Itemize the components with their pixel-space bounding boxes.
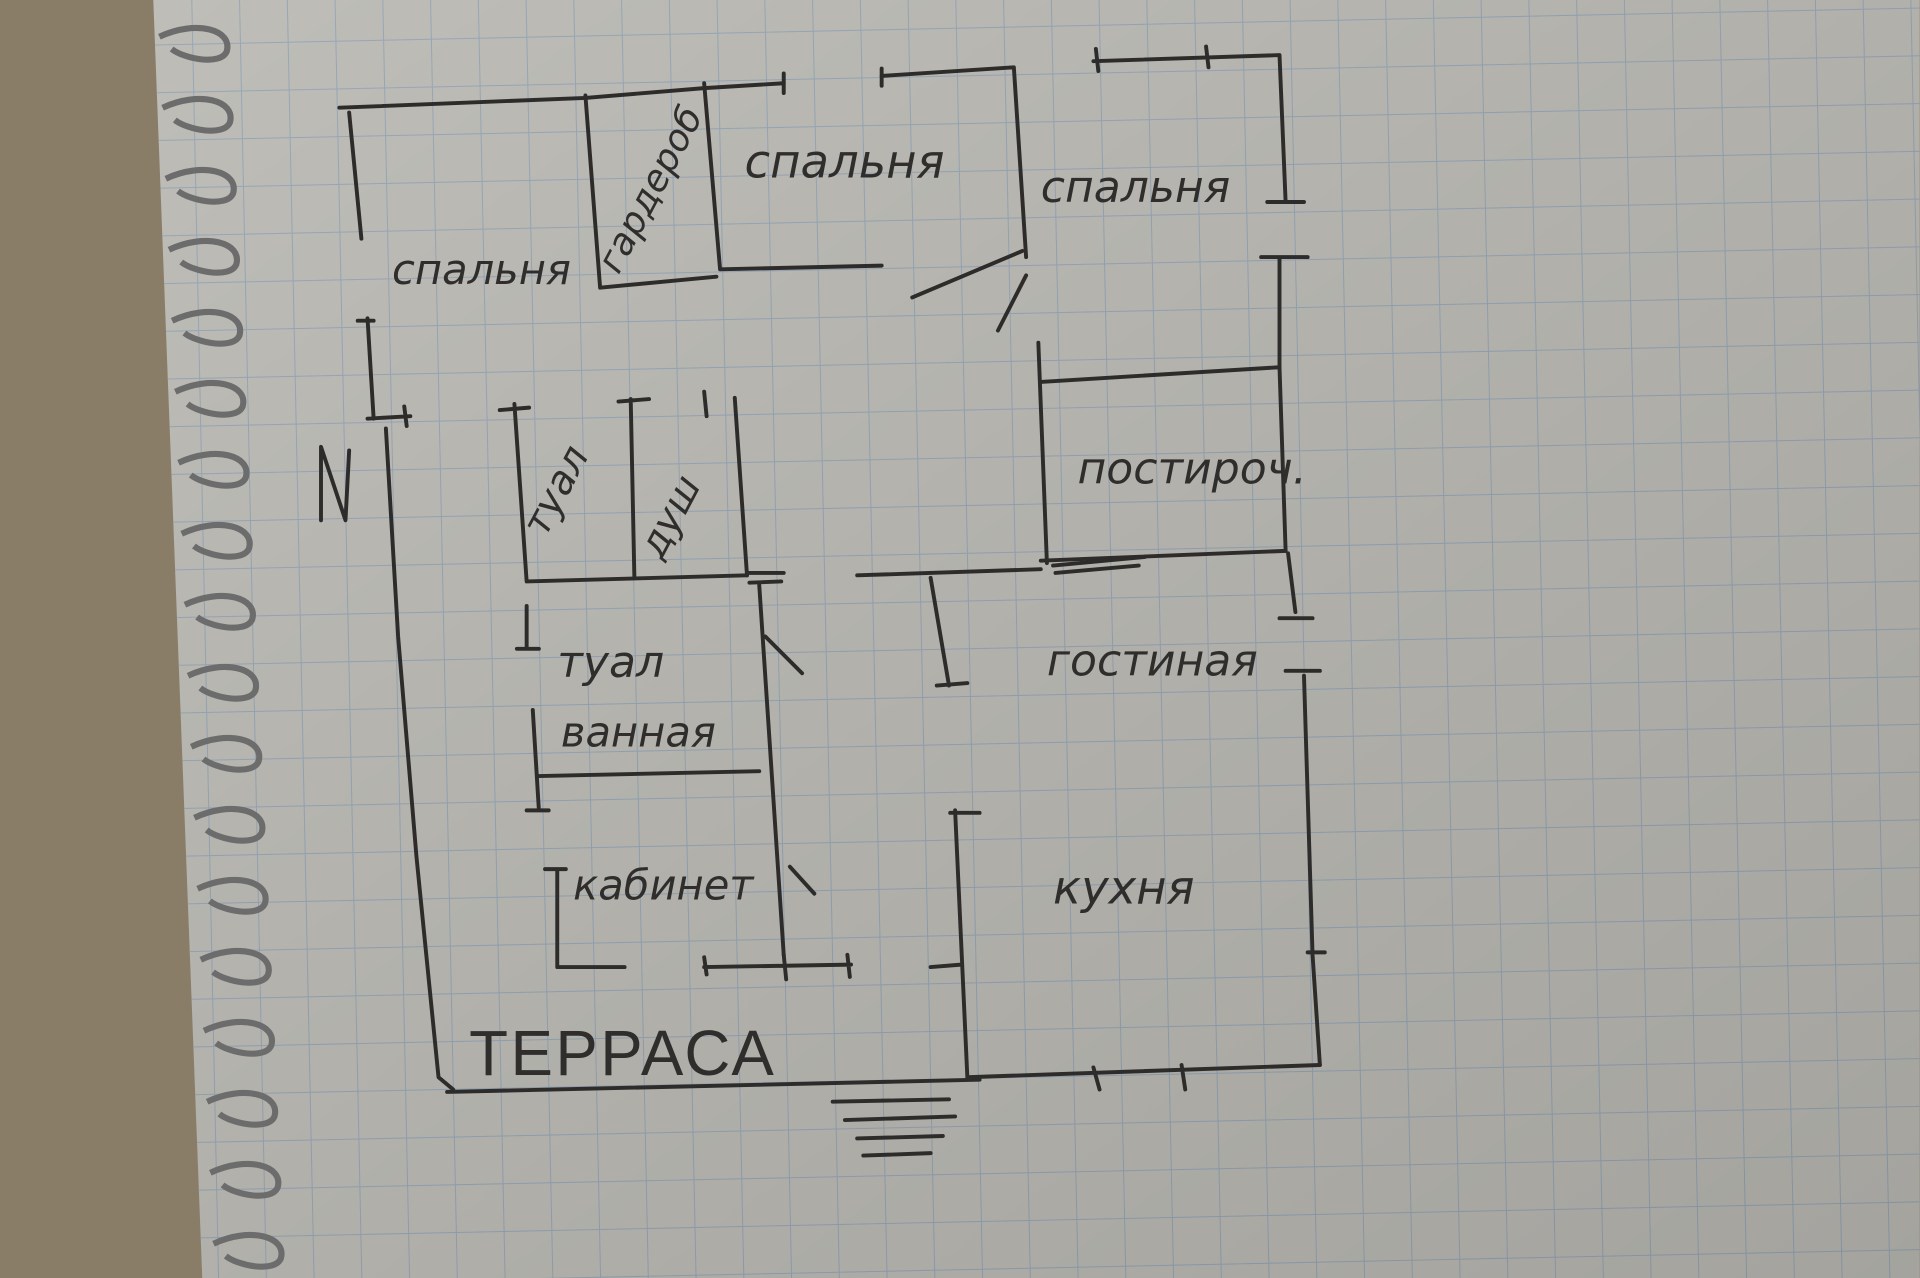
label-bedroom-right: спальня — [1041, 162, 1230, 213]
walls — [319, 44, 1327, 1158]
label-terrace: ТЕРРАСА — [469, 1018, 776, 1089]
spiral-ring — [180, 521, 253, 560]
spiral-ring — [161, 95, 234, 134]
spiral-ring — [167, 237, 240, 276]
spiral-ring — [189, 734, 263, 773]
spiral-ring — [164, 166, 237, 205]
label-bedroom-middle: спальня — [745, 135, 945, 189]
label-bedroom-left: спальня — [392, 245, 571, 294]
spiral-ring — [205, 1089, 279, 1128]
spiral-ring — [158, 24, 231, 63]
spiral-binding — [158, 24, 285, 1270]
label-kitchen: кухня — [1053, 860, 1195, 914]
spiral-ring — [177, 450, 250, 489]
north-arrow-icon — [319, 444, 352, 523]
label-toilet-lower: туал — [557, 637, 664, 688]
spiral-ring — [196, 876, 269, 915]
spiral-ring — [212, 1231, 285, 1270]
spiral-ring — [193, 805, 266, 844]
spiral-ring — [209, 1160, 282, 1199]
label-study: кабинет — [573, 861, 755, 910]
spiral-ring — [199, 947, 272, 986]
label-bathroom: ванная — [561, 708, 716, 757]
label-north: N — [309, 528, 310, 530]
spiral-ring — [202, 1018, 275, 1057]
spiral-ring — [170, 308, 244, 347]
label-laundry: постироч. — [1078, 444, 1307, 495]
label-living-room: гостиная — [1047, 636, 1258, 687]
spiral-ring — [186, 663, 260, 702]
spiral-ring — [183, 592, 256, 631]
spiral-ring — [174, 379, 247, 418]
